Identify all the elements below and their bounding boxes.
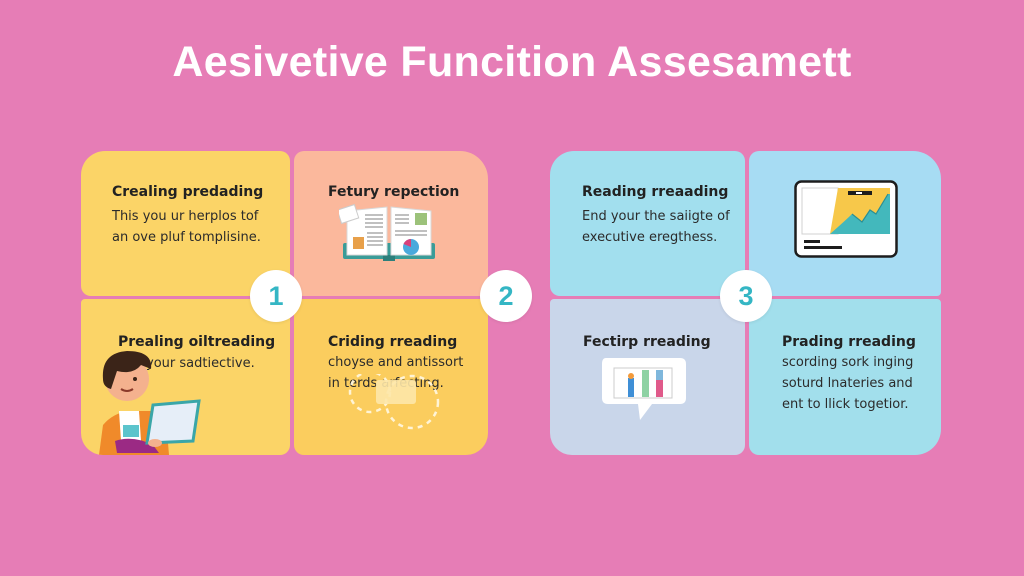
page-title: Aesivetive Funcition Assesamett	[172, 38, 852, 86]
card-heading: Criding rreading	[328, 334, 458, 350]
chart-screen-icon	[794, 180, 898, 258]
card-crealing-predading: Crealing predading This you ur herplos t…	[81, 151, 290, 296]
student-laptop-icon	[99, 351, 201, 455]
card-body: scording sork inging soturd lnateries an…	[782, 355, 914, 412]
card-criding-rreading: Criding rreading choyse and antissort in…	[294, 299, 488, 455]
card-heading: Fectirp rreading	[583, 334, 711, 350]
card-chart-screen	[749, 151, 941, 296]
card-fetury-repection: Fetury repection	[294, 151, 488, 296]
card-heading: Crealing predading	[112, 184, 264, 200]
card-body: your sadtiective.	[146, 356, 255, 371]
card-body: This you ur herplos tof an ove pluf tomp…	[112, 209, 261, 245]
card-prealing-oiltreading: Prealing oiltreading your sadtiective.	[81, 299, 290, 455]
card-fectirp-rreading: Fectirp rreading	[550, 299, 745, 455]
step-badge-2: 2	[480, 270, 532, 322]
card-reading-rreaading: Reading rreaading End your the saiigte o…	[550, 151, 745, 296]
card-body: End your the saiigte of executive eregth…	[582, 209, 730, 245]
dashed-circles-icon	[348, 374, 440, 430]
card-heading: Reading rreaading	[582, 184, 729, 200]
step-badge-3: 3	[720, 270, 772, 322]
open-book-icon	[339, 203, 435, 261]
card-heading: Prading rreading	[782, 334, 916, 350]
card-heading: Fetury repection	[328, 184, 460, 200]
chat-bar-chart-icon	[602, 358, 686, 420]
card-prading-rreading: Prading rreading scording sork inging so…	[749, 299, 941, 455]
card-body: choyse and antissort in terds arfecting.	[328, 355, 464, 391]
card-heading: Prealing oiltreading	[118, 334, 276, 350]
step-badge-1: 1	[250, 270, 302, 322]
